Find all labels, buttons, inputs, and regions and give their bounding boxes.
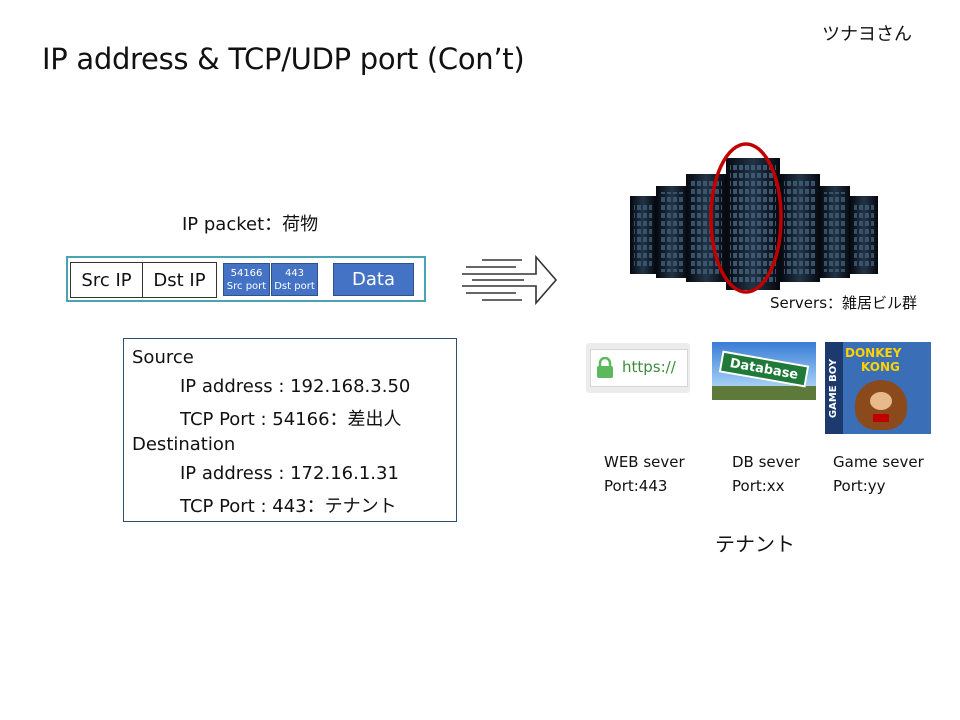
game-server-caption: Game sever Port:yy bbox=[833, 450, 924, 498]
dst-port-label: Dst port bbox=[272, 280, 317, 293]
author-label: ツナヨさん bbox=[822, 20, 912, 46]
web-server-name: WEB sever bbox=[604, 450, 685, 474]
lock-icon bbox=[596, 357, 614, 379]
data-field: Data bbox=[333, 263, 414, 296]
db-server-port: Port:xx bbox=[732, 474, 800, 498]
donkey-text: DONKEY bbox=[845, 346, 901, 360]
kong-figure bbox=[855, 380, 907, 430]
destination-ip: IP address : 172.16.1.31 bbox=[180, 463, 399, 484]
destination-port: TCP Port : 443：テナント bbox=[180, 492, 397, 518]
dst-port-value: 443 bbox=[272, 267, 317, 280]
web-server-port: Port:443 bbox=[604, 474, 685, 498]
dst-ip-field: Dst IP bbox=[142, 262, 217, 298]
server-rack-mid-right bbox=[780, 174, 820, 282]
server-rack-left bbox=[656, 186, 688, 278]
packet-info-box: Source IP address : 192.168.3.50 TCP Por… bbox=[123, 338, 457, 522]
game-boy-cover-image: GAME BOY DONKEY KONG bbox=[825, 342, 931, 434]
web-server-caption: WEB sever Port:443 bbox=[604, 450, 685, 498]
source-heading: Source bbox=[132, 347, 194, 368]
source-port: TCP Port : 54166：差出人 bbox=[180, 405, 402, 431]
source-ip: IP address : 192.168.3.50 bbox=[180, 376, 410, 397]
game-server-name: Game sever bbox=[833, 450, 924, 474]
kong-text: KONG bbox=[861, 360, 900, 374]
dst-port-field: 443 Dst port bbox=[271, 263, 318, 296]
database-sign-text: Database bbox=[719, 351, 809, 388]
src-port-value: 54166 bbox=[224, 267, 269, 280]
packet-label: IP packet：荷物 bbox=[182, 210, 318, 236]
server-racks-icon bbox=[600, 140, 900, 295]
db-server-name: DB sever bbox=[732, 450, 800, 474]
game-server-port: Port:yy bbox=[833, 474, 924, 498]
game-boy-text: GAME BOY bbox=[829, 358, 840, 417]
src-ip-field: Src IP bbox=[70, 262, 143, 298]
servers-label: Servers：雑居ビル群 bbox=[770, 292, 917, 313]
https-text: https:// bbox=[622, 358, 676, 376]
server-rack-right bbox=[820, 186, 850, 278]
database-sign-image: Database bbox=[712, 342, 816, 400]
ip-packet: Src IP Dst IP 54166 Src port 443 Dst por… bbox=[66, 256, 426, 302]
src-port-field: 54166 Src port bbox=[223, 263, 270, 296]
src-port-label: Src port bbox=[224, 280, 269, 293]
server-rack-far-left bbox=[630, 196, 656, 274]
web-server-image: https:// bbox=[586, 343, 690, 393]
arrow-icon bbox=[458, 252, 560, 310]
tenant-label: テナント bbox=[715, 528, 795, 557]
destination-heading: Destination bbox=[132, 434, 235, 455]
slide-title: IP address & TCP/UDP port (Con’t) bbox=[42, 42, 524, 76]
server-rack-far-right bbox=[850, 196, 878, 274]
db-server-caption: DB sever Port:xx bbox=[732, 450, 800, 498]
